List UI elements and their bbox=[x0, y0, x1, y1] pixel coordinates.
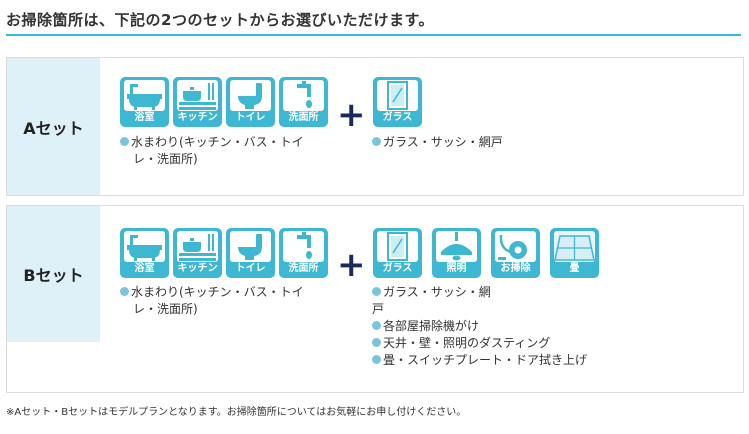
glass-caption: ガラス bbox=[382, 112, 413, 123]
toilet-caption: トイレ bbox=[235, 263, 266, 274]
kitchen-icon: キッチン bbox=[173, 228, 222, 278]
set-b-water-icons: 浴室 キッチン トイレ 洗面所 bbox=[120, 228, 328, 278]
set-b-water-desc: 水まわり(キッチン・バス・トイ レ・洗面所) bbox=[120, 284, 304, 318]
plus-sign-a: + bbox=[337, 95, 366, 135]
glass-caption: ガラス bbox=[382, 263, 413, 274]
set-b-extra-icons: ガラス 照明 お掃除 畳 bbox=[373, 228, 599, 278]
washbasin-icon: 洗面所 bbox=[279, 228, 328, 278]
bullet-icon bbox=[372, 137, 381, 146]
washbasin-caption: 洗面所 bbox=[288, 112, 319, 123]
toilet-icon: トイレ bbox=[226, 77, 275, 127]
glass-icon: ガラス bbox=[373, 77, 422, 127]
kitchen-caption: キッチン bbox=[177, 112, 218, 123]
bath-icon: 浴室 bbox=[120, 77, 169, 127]
kitchen-icon: キッチン bbox=[173, 77, 222, 127]
bullet-icon bbox=[120, 137, 129, 146]
kitchen-caption: キッチン bbox=[177, 263, 218, 274]
bullet-icon bbox=[372, 355, 381, 364]
toilet-icon: トイレ bbox=[226, 228, 275, 278]
page-heading: お掃除箇所は、下記の2つのセットからお選びいただけます。 bbox=[6, 8, 741, 36]
bath-icon: 浴室 bbox=[120, 228, 169, 278]
tatami-caption: 畳 bbox=[569, 263, 580, 274]
washbasin-icon: 洗面所 bbox=[279, 77, 328, 127]
set-b-box: Bセット 浴室 キッチン トイレ 洗面所 + ガラス 照明 bbox=[6, 205, 744, 393]
footnote: ※Aセット・Bセットはモデルプランとなります。お掃除箇所についてはお気軽にお申し… bbox=[6, 407, 467, 418]
bullet-icon bbox=[372, 321, 381, 330]
bath-caption: 浴室 bbox=[134, 263, 155, 274]
lighting-caption: 照明 bbox=[446, 263, 467, 274]
set-a-water-desc: 水まわり(キッチン・バス・トイ レ・洗面所) bbox=[120, 134, 304, 168]
glass-icon: ガラス bbox=[373, 228, 422, 278]
bullet-icon bbox=[120, 287, 129, 296]
lighting-icon: 照明 bbox=[432, 228, 481, 278]
vacuum-caption: お掃除 bbox=[500, 263, 531, 274]
set-a-label: Aセット bbox=[7, 58, 100, 195]
set-a-extra-desc: ガラス・サッシ・網戸 bbox=[372, 134, 503, 151]
bullet-icon bbox=[372, 287, 381, 296]
set-b-label: Bセット bbox=[7, 206, 100, 342]
toilet-caption: トイレ bbox=[235, 112, 266, 123]
bath-caption: 浴室 bbox=[134, 112, 155, 123]
set-a-box: Aセット 浴室 キッチン トイレ 洗面所 + ガラス 水まわり(キッチン・バス・… bbox=[6, 57, 744, 196]
plus-sign-b: + bbox=[337, 245, 366, 285]
set-a-extra-icons: ガラス bbox=[373, 77, 422, 127]
set-a-water-icons: 浴室 キッチン トイレ 洗面所 bbox=[120, 77, 328, 127]
bullet-icon bbox=[372, 338, 381, 347]
vacuum-icon: お掃除 bbox=[491, 228, 540, 278]
set-b-extra-desc: ガラス・サッシ・網 戸 各部屋掃除機がけ 天井・壁・照明のダスティング 畳・スイ… bbox=[372, 285, 588, 367]
tatami-icon: 畳 bbox=[550, 228, 599, 278]
washbasin-caption: 洗面所 bbox=[288, 263, 319, 274]
